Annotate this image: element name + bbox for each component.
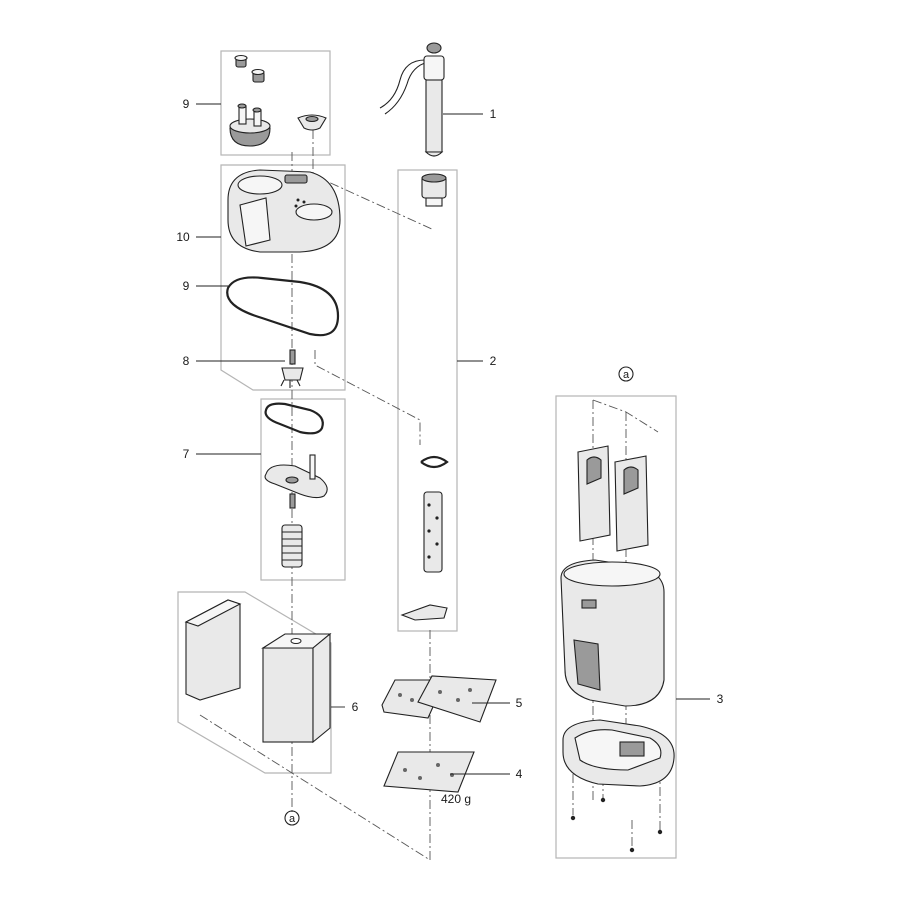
marker-top-label: a — [623, 369, 630, 381]
weight-label: 420 g — [441, 792, 471, 806]
filter-basket — [560, 559, 665, 707]
pump-head-cover — [229, 103, 271, 147]
part-label-4: 4 — [516, 767, 523, 781]
axis-media-bottom — [199, 714, 431, 861]
group-box-2 — [397, 169, 458, 632]
media-bag — [383, 751, 475, 793]
connector-caps — [234, 54, 265, 83]
part-label-6: 6 — [352, 700, 359, 714]
part-label-3: 3 — [717, 692, 724, 706]
part-label-8: 8 — [183, 354, 190, 368]
marker-top-circle — [618, 366, 634, 382]
filter-foam-blocks — [184, 599, 332, 744]
group-box-7 — [260, 398, 346, 581]
rotor-base — [264, 454, 328, 509]
part-label-9-lower: 9 — [183, 279, 190, 293]
perforated-tube — [423, 491, 443, 573]
spring — [281, 524, 303, 568]
impeller — [280, 349, 304, 388]
marker-bottom-circle — [284, 810, 300, 826]
part-label-5: 5 — [516, 696, 523, 710]
heater-fitting — [421, 173, 447, 207]
part-label-7: 7 — [183, 447, 190, 461]
gasket-ring — [264, 402, 324, 435]
heater — [379, 42, 445, 157]
filter-cartridges — [577, 445, 649, 552]
group-box-9-top — [220, 50, 331, 156]
group-box-3 — [555, 395, 677, 859]
marker-bottom-label: a — [289, 813, 296, 825]
sleeve-cap — [297, 114, 327, 131]
group-box-6 — [177, 591, 332, 774]
part-label-2: 2 — [490, 354, 497, 368]
axis-rotor-to-holder — [314, 350, 421, 445]
basket-base — [562, 719, 675, 853]
axis-sleeve-to-clip — [312, 160, 435, 231]
o-ring-seal — [226, 276, 340, 337]
hose-clip — [420, 455, 449, 469]
group-box-10-9-8 — [220, 164, 346, 391]
part-label-10: 10 — [176, 230, 190, 244]
part-label-1: 1 — [490, 107, 497, 121]
pump-housing — [227, 169, 341, 253]
part-label-9-top: 9 — [183, 97, 190, 111]
filter-media-bags — [381, 675, 497, 723]
axis-basket-3 — [592, 399, 659, 433]
tube-bracket — [400, 604, 448, 621]
